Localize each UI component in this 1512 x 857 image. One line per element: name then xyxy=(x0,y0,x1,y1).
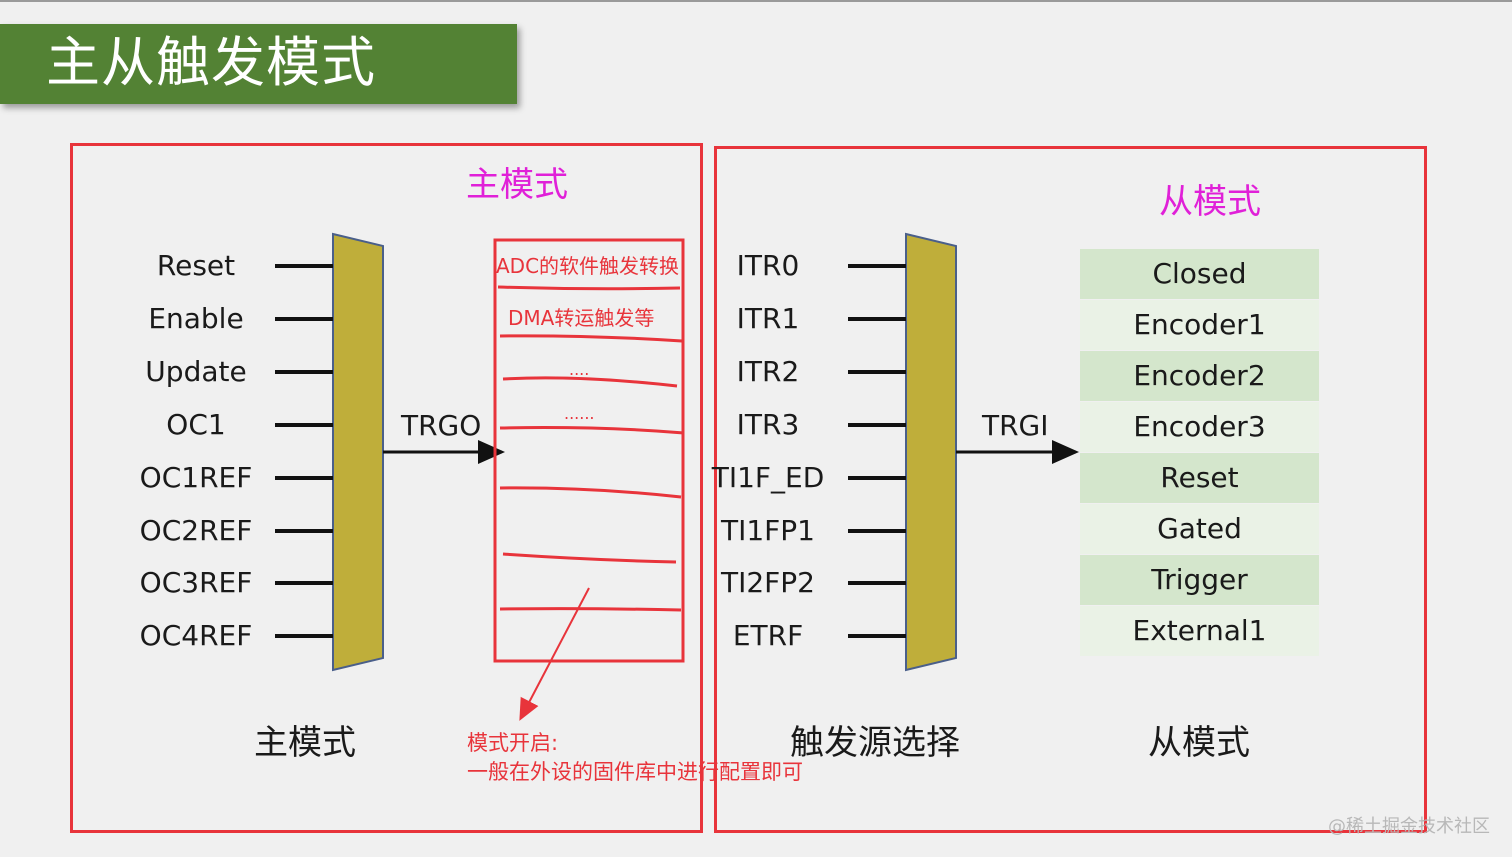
trigger-input-ti1fp1: TI1FP1 xyxy=(721,514,815,547)
slave-mode-reset: Reset xyxy=(1080,453,1319,503)
trgo-target-more-1: .... xyxy=(569,360,590,379)
trgo-targets-box xyxy=(493,238,685,663)
trigger-input-ti2fp2: TI2FP2 xyxy=(721,566,815,599)
master-note-body: 一般在外设的固件库中进行配置即可 xyxy=(467,760,803,784)
trgo-label: TRGO xyxy=(401,409,482,442)
slave-frame xyxy=(714,146,1427,833)
trgo-target-dma: DMA转运触发等 xyxy=(508,306,655,330)
slave-mode-gated: Gated xyxy=(1080,504,1319,554)
trgo-target-dividers xyxy=(497,285,685,612)
master-mux xyxy=(332,232,384,672)
master-caption: 主模式 xyxy=(254,723,356,763)
master-input-oc1: OC1 xyxy=(166,408,226,441)
slave-mode-encoder3: Encoder3 xyxy=(1080,402,1319,452)
trigger-input-ti1f-ed: TI1F_ED xyxy=(711,461,825,494)
trigger-input-itr0: ITR0 xyxy=(736,249,800,282)
master-input-update: Update xyxy=(145,355,247,388)
trigger-input-itr1: ITR1 xyxy=(736,302,800,335)
page-title: 主从触发模式 xyxy=(46,31,376,94)
master-input-oc3ref: OC3REF xyxy=(139,566,253,599)
trgi-label: TRGI xyxy=(982,409,1049,442)
master-frame xyxy=(70,143,703,833)
trgo-target-more-2: ...... xyxy=(564,404,595,423)
master-note-title: 模式开启: xyxy=(467,731,559,755)
master-input-enable: Enable xyxy=(148,302,244,335)
trgo-target-adc: ADC的软件触发转换 xyxy=(496,254,680,278)
slave-caption: 从模式 xyxy=(1148,723,1250,763)
master-input-lines xyxy=(275,264,333,638)
master-input-oc4ref: OC4REF xyxy=(139,619,253,652)
trigger-input-lines xyxy=(848,264,906,638)
trigger-input-itr3: ITR3 xyxy=(736,408,800,441)
top-divider xyxy=(0,0,1512,2)
master-input-oc2ref: OC2REF xyxy=(139,514,253,547)
trigger-input-etrf: ETRF xyxy=(732,619,804,652)
note-pointer-arrow xyxy=(519,587,590,721)
slave-mode-external1: External1 xyxy=(1080,606,1319,656)
trigger-mux xyxy=(905,232,957,672)
trigger-input-itr2: ITR2 xyxy=(736,355,800,388)
slave-mode-encoder1: Encoder1 xyxy=(1080,300,1319,350)
trigger-caption: 触发源选择 xyxy=(790,723,960,763)
title-banner xyxy=(0,24,517,104)
master-input-oc1ref: OC1REF xyxy=(139,461,253,494)
slave-mode-encoder2: Encoder2 xyxy=(1080,351,1319,401)
slave-heading: 从模式 xyxy=(1159,182,1261,222)
watermark: @稀土掘金技术社区 xyxy=(1328,816,1490,837)
slave-mode-closed: Closed xyxy=(1080,249,1319,299)
master-input-reset: Reset xyxy=(156,249,236,282)
master-heading: 主模式 xyxy=(466,165,568,205)
slave-mode-trigger: Trigger xyxy=(1080,555,1319,605)
